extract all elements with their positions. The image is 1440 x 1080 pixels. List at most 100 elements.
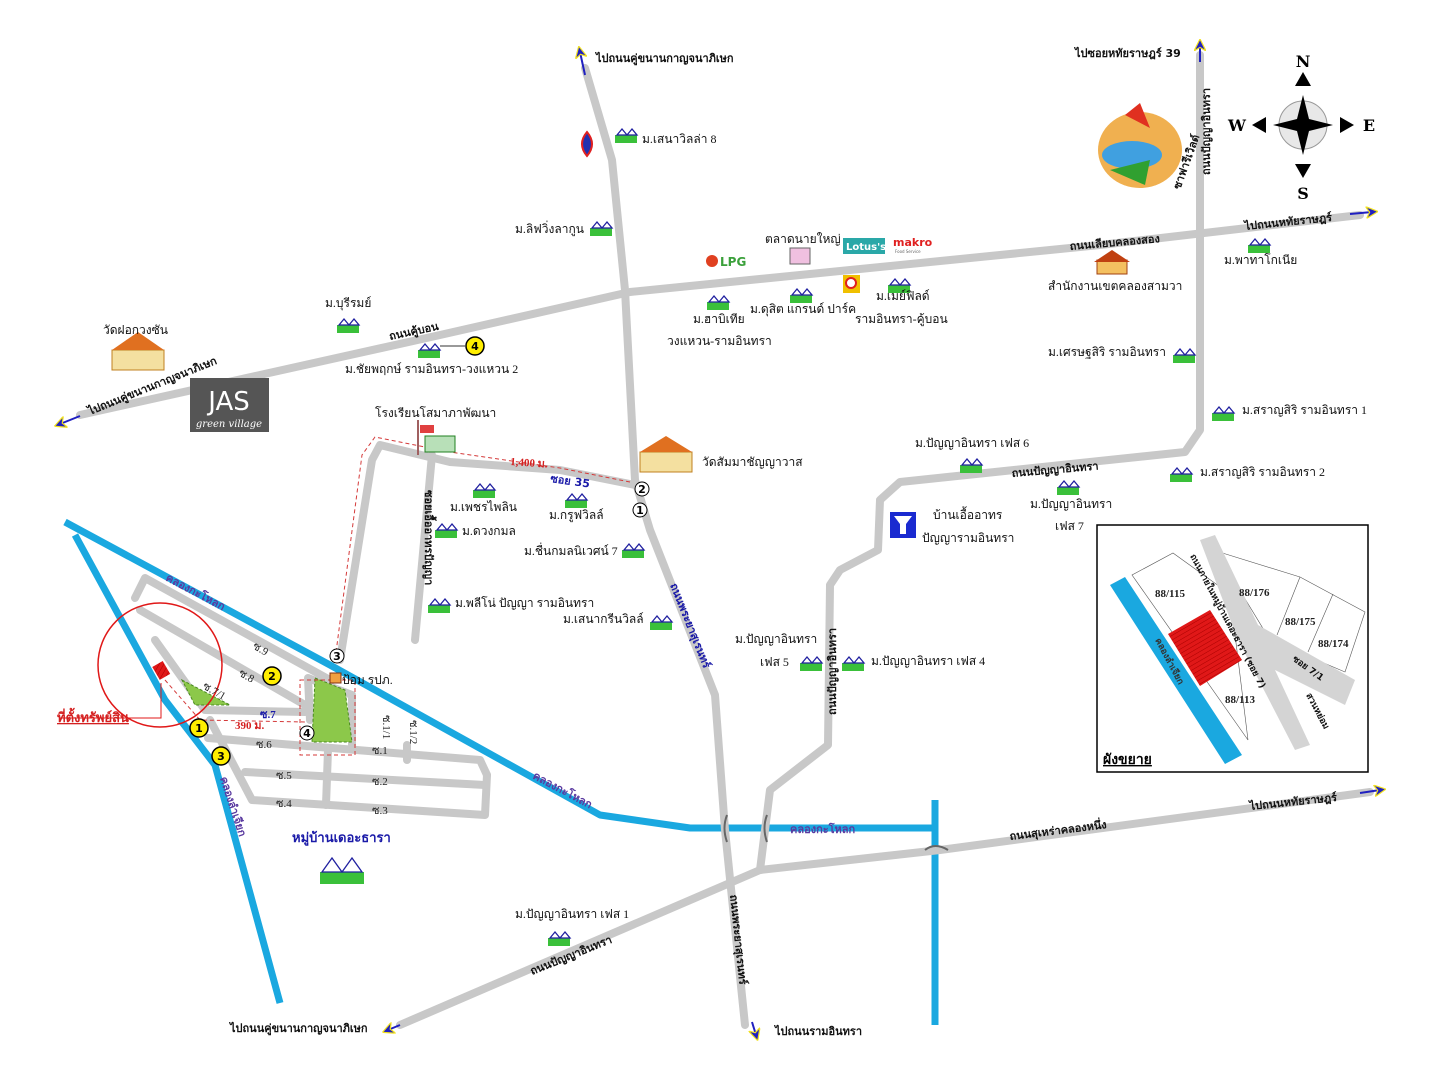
- police-box-icon: [329, 672, 342, 684]
- road-label: ซอย 35: [550, 472, 591, 490]
- soi-label: ซ.4: [276, 798, 292, 810]
- place-label: ม.ปัญญาอินทรา เฟส 6: [915, 436, 1029, 450]
- village-name: หมู่บ้านเดอะธารา: [292, 830, 391, 846]
- compass-w: W: [1227, 116, 1247, 135]
- compass-icon: N S W E: [1227, 52, 1375, 203]
- property-marker: [152, 660, 171, 680]
- safari-world-logo: ซาฟารีเวิลด์: [1098, 103, 1202, 191]
- canal-label: คลองกะโหลก: [531, 768, 595, 811]
- place-label: สำนักงานเขตคลองสามวา: [1048, 279, 1182, 293]
- place-labels: ม.เสนาวิลล่า 8 ม.ลิฟวิ่งลากูน ตลาดนายใหญ…: [103, 132, 1367, 921]
- place-label: ม.ปัญญาอินทรา เฟส 4: [871, 654, 985, 668]
- soi-label: ซ.6: [256, 739, 272, 751]
- property-pointer: [60, 683, 162, 719]
- road-label: ถนนปัญญาอินทรา: [1200, 88, 1213, 175]
- bridges: [723, 814, 949, 851]
- makro-text: makro: [893, 236, 933, 249]
- place-label: วงแหวน-รามอินทรา: [667, 334, 772, 348]
- road-label: ถนนเลียบคลองสอง: [1069, 232, 1160, 253]
- village-soi-4: [206, 716, 491, 819]
- place-label: วัดฝอกวงซัน: [103, 323, 168, 337]
- direction-label: ไปถนนหทัยราษฎร์: [1247, 790, 1338, 813]
- direction-arrows: [60, 45, 1380, 1035]
- makro-sub: Food Service: [895, 249, 921, 254]
- road-label: ถนนปัญญาอินทรา: [528, 933, 614, 978]
- temple-icon: [111, 332, 165, 371]
- place-label: ม.เศรษฐสิริ รามอินทรา: [1048, 345, 1166, 359]
- village-soi-6: [204, 734, 491, 779]
- village-soi-8: [136, 606, 309, 709]
- place-label: รามอินทรา-คู้บอน: [855, 312, 948, 327]
- plot-label: 88/176: [1239, 587, 1270, 599]
- inset-title: ผังขยาย: [1103, 752, 1152, 768]
- jas-text: JAS: [206, 387, 250, 417]
- place-label: ม.ลิฟวิ่งลากูน: [515, 220, 584, 237]
- marker-1: 1: [195, 722, 203, 735]
- village-soi-7: [151, 636, 309, 716]
- direction-label: ไปซอยหทัยราษฎร์ 39: [1073, 46, 1181, 60]
- place-label: ม.สราญสิริ รามอินทรา 1: [1242, 403, 1367, 417]
- route-markers: 4 1 2 3 2 1 3 4: [189, 336, 650, 766]
- place-label: ปัญญารามอินทรา: [922, 531, 1014, 545]
- marker-4: 4: [471, 340, 479, 353]
- road-label: ถนนพระยาสุเรนทร์: [726, 894, 749, 986]
- property-label: ที่ตั้งทรัพย์สิน: [57, 707, 129, 726]
- soi-label: ซ.2: [372, 776, 388, 788]
- compass-e: E: [1363, 116, 1375, 135]
- soi-label: ซ.3: [372, 805, 388, 817]
- road-label: ถนนสุเหร่าคลองหนึ่ง: [1009, 816, 1108, 844]
- baan-uea-icon: [890, 512, 916, 538]
- plot-label: 88/174: [1318, 638, 1349, 650]
- place-label: ม.ปัญญาอินทรา เฟส 1: [515, 907, 629, 921]
- direction-label: ไปถนนคู่ขนานกาญจนาภิเษก: [594, 51, 734, 66]
- green-triangle: [180, 678, 231, 706]
- direction-label: ไปถนนหทัยราษฎร์: [1242, 210, 1333, 233]
- distance-label: 1,400 ม.: [510, 456, 548, 471]
- junction-3: 3: [333, 650, 341, 663]
- soi-label: ซ.5: [276, 770, 292, 782]
- road-soi-uea: [411, 451, 436, 644]
- plot-label: 88/113: [1225, 694, 1255, 706]
- canal-kra-thok: [63, 518, 935, 832]
- jas-subtext: green village: [196, 419, 262, 430]
- place-label: วัดสัมมาชัญญาวาส: [702, 455, 803, 469]
- road-label: ถนนปัญญาอินทรา: [826, 628, 839, 715]
- gas-icon: [843, 275, 860, 293]
- soi-label: ซ.1: [372, 745, 388, 757]
- direction-label: ไปถนนรามอินทรา: [773, 1024, 862, 1038]
- place-label: ม.เสนากรีนวิลล์: [563, 612, 644, 626]
- plot-label: 88/115: [1155, 588, 1185, 600]
- compass-s: S: [1297, 184, 1309, 203]
- road-khubon: [76, 211, 1364, 419]
- route-loop: [299, 679, 356, 756]
- place-label: ม.พาทาโกเนีย: [1224, 253, 1297, 267]
- road-sukhapiban: [396, 788, 1374, 1029]
- distance-label: 390 ม.: [235, 720, 265, 732]
- lpg-logo: LPG: [706, 255, 746, 269]
- village-soi-5: [241, 768, 489, 789]
- place-label: ป้อม รปภ.: [342, 673, 393, 687]
- junction-1: 1: [636, 504, 644, 517]
- jas-logo: JAS green village: [190, 378, 269, 432]
- district-office-icon: [1094, 250, 1130, 275]
- marker-2: 2: [268, 670, 276, 683]
- place-label: ม.ชัยพฤกษ์ รามอินทรา-วงแหวน 2: [345, 362, 518, 376]
- green-park: [311, 677, 353, 743]
- lpg-text: LPG: [720, 255, 746, 269]
- place-label: ม.เสนาวิลล่า 8: [642, 132, 716, 146]
- temple-icon: [639, 436, 693, 473]
- marker-3: 3: [217, 750, 225, 763]
- road-soi-35: [336, 441, 639, 664]
- place-label: โรงเรียนโสมาภาพัฒนา: [375, 406, 496, 420]
- road-label: ถนนปัญญาอินทรา: [1011, 459, 1099, 480]
- place-label: ม.ดุสิต แกรนด์ ปาร์ค: [750, 302, 856, 317]
- place-label: ม.พลีโน่ ปัญญา รามอินทรา: [455, 596, 594, 610]
- place-label: เฟส 5: [760, 655, 789, 669]
- junction-2: 2: [638, 483, 646, 496]
- road-label: ถนนพระยาสุเรนทร์: [666, 581, 713, 670]
- place-label: ม.บุรีรมย์: [325, 296, 371, 311]
- soi-labels: ซ.9 ซ.8 ซ.7/1 ซ.7 ซ.6 ซ.5 ซ.4 ซ.1 ซ.2 ซ.…: [201, 640, 420, 817]
- place-label: ตลาดนายใหญ่: [765, 232, 841, 246]
